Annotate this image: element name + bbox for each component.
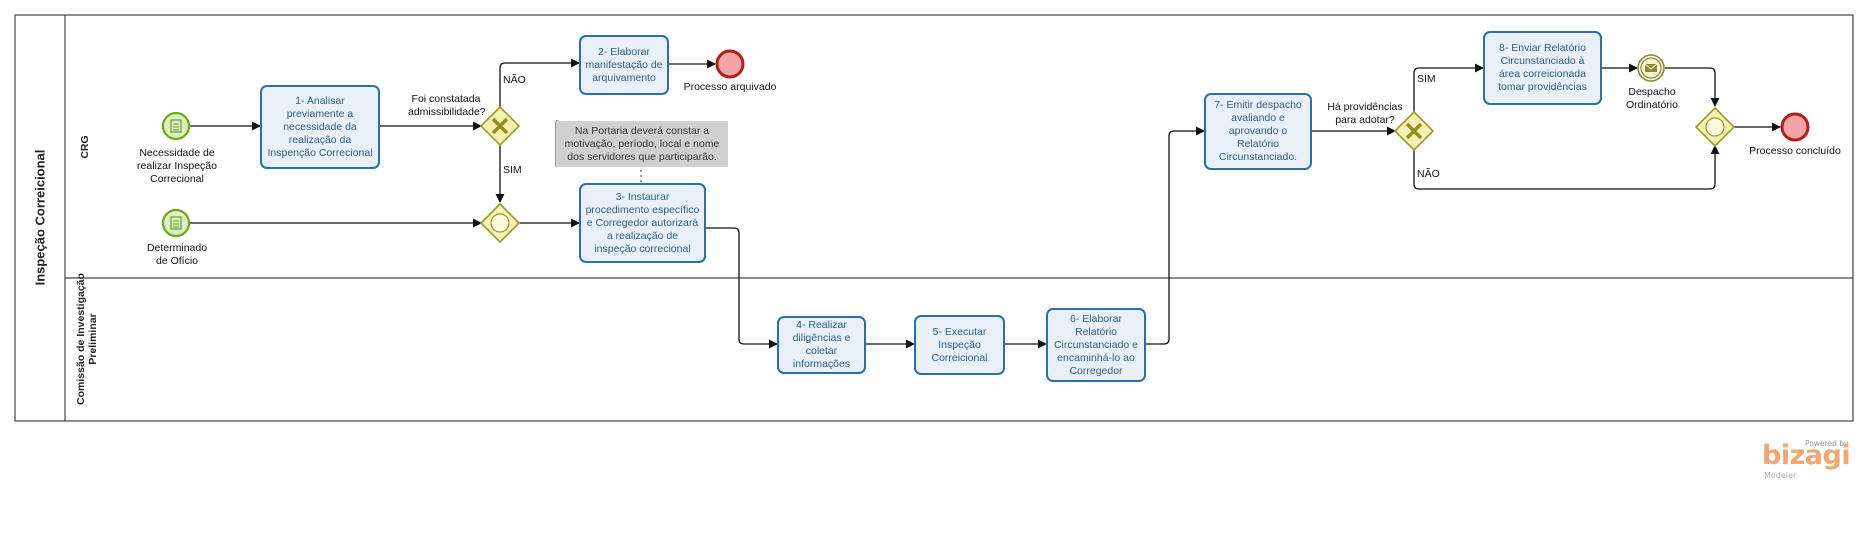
label-end-arquivado: Processo arquivado bbox=[683, 81, 777, 93]
task-5-executar[interactable]: 5- Executar Inspeção Correicional bbox=[914, 315, 1005, 375]
end-event-concluido[interactable] bbox=[1780, 112, 1810, 142]
bizagi-logo: bizagi bbox=[1762, 440, 1851, 471]
gateway-providencias[interactable] bbox=[1393, 110, 1435, 152]
gateway-merge-final[interactable] bbox=[1694, 106, 1736, 148]
lane-title-crg: CRG bbox=[79, 135, 91, 159]
label-gateway-providencias: Há providências para adotar? bbox=[1327, 101, 1403, 126]
flow-t6-t7 bbox=[1146, 126, 1205, 345]
label-start-oficio: Determinado de Ofício bbox=[146, 242, 208, 267]
task-3-instaurar[interactable]: 3- Instaurar procedimento específico e C… bbox=[579, 183, 706, 263]
pool-border bbox=[14, 14, 1854, 422]
flow-label-g1-sim: SIM bbox=[503, 164, 522, 176]
label-message-despacho: Despacho Ordinatório bbox=[1626, 86, 1678, 111]
task-2-arquivamento[interactable]: 2- Elaborar manifestação de arquivamento bbox=[579, 35, 669, 95]
message-event-despacho[interactable] bbox=[1637, 54, 1665, 82]
label-gateway-admissibilidade: Foi constatada admissibilidade? bbox=[408, 93, 486, 118]
label-start-necessidade: Necessidade de realizar Inspeção Correci… bbox=[137, 147, 217, 185]
start-event-oficio[interactable] bbox=[161, 208, 191, 238]
flow-g2-yes bbox=[1413, 63, 1484, 112]
task-1-analisar[interactable]: 1- Analisar previamente a necessidade da… bbox=[260, 85, 380, 169]
task-6-relatorio[interactable]: 6- Elaborar Relatório Circunstanciado e … bbox=[1046, 308, 1146, 382]
gateway-merge-inicio[interactable] bbox=[479, 202, 521, 244]
flow-t3-t4 bbox=[706, 227, 778, 349]
label-end-concluido: Processo concluído bbox=[1749, 145, 1841, 157]
flow-g1-no bbox=[499, 58, 580, 107]
annotation-portaria: Na Portaria deverá constar a motivação, … bbox=[556, 121, 728, 167]
bizagi-modeler: Modeler bbox=[1764, 471, 1797, 480]
lane-title-comissao: Comissão de Investigação Preliminar bbox=[75, 269, 99, 409]
task-8-enviar[interactable]: 8- Enviar Relatório Circunstanciado à ár… bbox=[1483, 31, 1602, 105]
bizagi-powered-by: Powered by bbox=[1805, 439, 1849, 448]
flow-label-g1-nao: NÃO bbox=[503, 74, 526, 86]
start-event-necessidade[interactable] bbox=[161, 111, 191, 141]
flow-g2-no bbox=[1413, 145, 1720, 190]
task-4-diligencias[interactable]: 4- Realizar diligências e coletar inform… bbox=[777, 316, 866, 374]
pool-title: Inspeção Correicional bbox=[32, 149, 48, 286]
task-7-despacho[interactable]: 7- Emitir despacho avaliando e aprovando… bbox=[1204, 93, 1312, 170]
flow-label-g2-sim: SIM bbox=[1417, 73, 1436, 85]
gateway-admissibilidade[interactable] bbox=[479, 105, 521, 147]
lane-title-comissao-text: Comissão de Investigação Preliminar bbox=[75, 273, 99, 405]
flow-msg-gjoin bbox=[1665, 67, 1720, 107]
flow-label-g2-nao: NÃO bbox=[1417, 168, 1440, 180]
end-event-arquivado[interactable] bbox=[715, 49, 745, 79]
